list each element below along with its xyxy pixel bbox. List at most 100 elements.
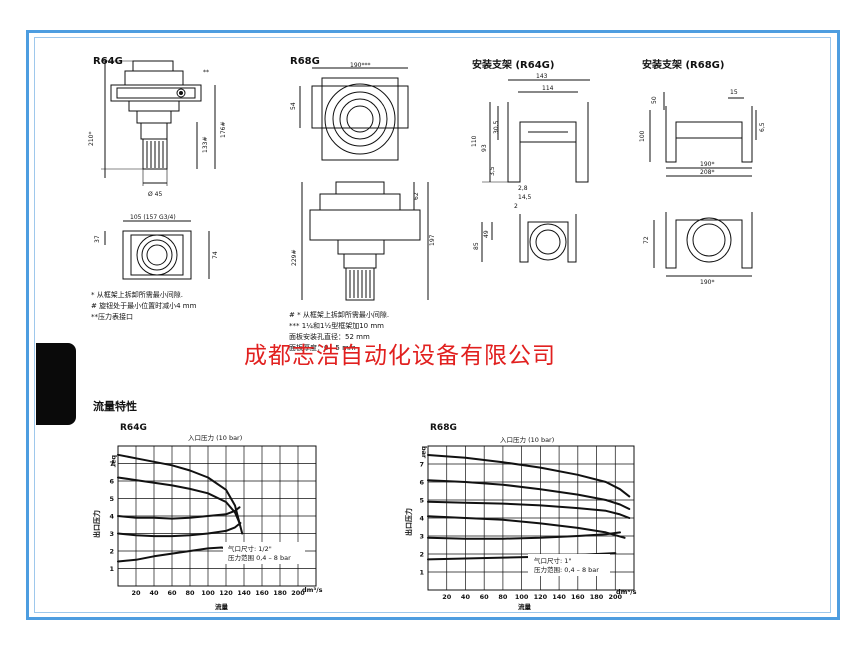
y-tick-label: 7 <box>109 460 114 468</box>
br64-dim-2: 2 <box>514 203 518 210</box>
bracket-r68g-drawing: 50 15 100 6,5 190* 208* 72 190* <box>639 89 766 286</box>
br64-dim-143: 143 <box>536 73 548 80</box>
r68g-dim-229: 229# <box>291 250 298 266</box>
r64g-chart-note-1: 气口尺寸: 1/2" <box>228 544 272 553</box>
r68g-chart-title: R68G <box>430 423 457 433</box>
r64g-dim-133: 133# <box>202 137 209 153</box>
r64g-chart-xunit: dm³/s <box>302 586 323 594</box>
y-tick-label: 2 <box>109 548 114 556</box>
y-tick-label: 4 <box>419 515 424 523</box>
r68g-note-1: # * 从框架上拆卸所需最小间隙. <box>289 311 390 319</box>
x-tick-label: 100 <box>201 589 215 597</box>
r64g-chart-title: R64G <box>120 423 147 433</box>
bracket-r64g-title: 安装支架 (R64G) <box>472 60 555 71</box>
flow-section-title: 流量特性 <box>93 400 137 413</box>
r64g-gauge-port-mark: ** <box>203 69 209 76</box>
series-line-2 <box>117 476 241 524</box>
x-tick-label: 80 <box>185 589 195 597</box>
r68g-dim-190: 190*** <box>350 62 370 69</box>
br64-dim-114: 114 <box>542 85 554 92</box>
r68g-note-3: 面板安装孔直径：52 mm <box>289 333 370 341</box>
r68g-top-drawing: 190*** 54 <box>290 62 409 161</box>
x-tick-label: 100 <box>515 593 529 601</box>
r68g-chart-note-2: 压力范围: 0,4 – 8 bar <box>534 565 599 574</box>
outer-border <box>26 30 840 620</box>
r64g-note-3: **压力表接口 <box>91 313 133 321</box>
r64g-dim-105: 105 (157 G3/4) <box>130 214 176 221</box>
company-watermark: 成都志浩自动化设备有限公司 <box>244 343 556 369</box>
br64-dim-85: 85 <box>473 242 480 250</box>
br64-dim-110: 110 <box>471 135 478 147</box>
bracket-r64g-drawing: 143 114 110 30,5 93 3,5 2,8 14,5 2 49 85 <box>471 73 590 263</box>
x-tick-label: 80 <box>498 593 508 601</box>
r64g-dim-210: 210* <box>88 132 95 146</box>
x-tick-label: 20 <box>442 593 452 601</box>
r68g-chart-inlet: 入口压力 (10 bar) <box>500 435 554 444</box>
br68-dim-190: 190* <box>700 161 714 168</box>
r68g-note-2: *** 1¼和1½型框架加10 mm <box>289 322 384 330</box>
br64-dim-145: 14,5 <box>518 194 532 201</box>
r64g-side-drawing: ** 210* 176# 133# Ø 45 <box>88 60 227 198</box>
series-line-1 <box>427 454 631 498</box>
r68g-title: R68G <box>290 56 320 67</box>
r64g-note-1: * 从框架上拆卸所需最小间隙. <box>91 291 183 299</box>
y-tick-label: 3 <box>419 533 424 541</box>
r68g-dim-197: 197 <box>429 234 436 246</box>
x-tick-label: 160 <box>571 593 585 601</box>
br68-dim-15: 15 <box>730 89 738 96</box>
x-tick-label: 160 <box>255 589 269 597</box>
r68g-side-drawing: 62 197 229# <box>291 181 436 301</box>
r68g-chart-note-1: 气口尺寸: 1" <box>534 556 571 565</box>
r64g-chart-unit: bar <box>110 455 118 468</box>
r64g-dim-176: 176# <box>220 122 227 138</box>
series-line-1 <box>117 453 244 535</box>
x-tick-label: 40 <box>149 589 159 597</box>
y-tick-label: 5 <box>109 495 114 503</box>
y-tick-label: 6 <box>419 479 424 487</box>
r64g-dim-74: 74 <box>212 251 219 259</box>
y-tick-label: 3 <box>109 530 114 538</box>
r64g-note-2: # 旋钮处于最小位置时减小4 mm <box>91 302 197 310</box>
br64-dim-35: 3,5 <box>489 166 496 176</box>
y-tick-label: 4 <box>109 513 114 521</box>
r68g-chart-xlabel: 流量 <box>518 602 532 611</box>
series-line-4 <box>117 522 242 538</box>
r68g-note-4: 面板厚度：0 - 5 mm <box>289 344 356 352</box>
r64g-plan-drawing: 105 (157 G3/4) 37 74 <box>94 214 219 280</box>
page-side-tab <box>36 343 76 425</box>
br64-dim-93: 93 <box>481 144 488 152</box>
x-tick-label: 120 <box>534 593 548 601</box>
r64g-chart-ylabel: 出口压力 <box>92 510 101 538</box>
series-line-5 <box>117 546 229 563</box>
x-tick-label: 60 <box>480 593 490 601</box>
x-tick-label: 60 <box>167 589 177 597</box>
r64g-chart-inlet: 入口压力 (10 bar) <box>188 433 242 442</box>
r64g-dim-phi45: Ø 45 <box>148 191 162 198</box>
br68-dim-208: 208* <box>700 169 714 176</box>
r64g-chart-xlabel: 流量 <box>215 602 229 611</box>
br64-dim-28: 2,8 <box>518 185 528 192</box>
x-tick-label: 180 <box>590 593 604 601</box>
x-tick-label: 180 <box>273 589 287 597</box>
series-line-5 <box>427 531 621 540</box>
r68g-chart-xunit: dm³/s <box>616 588 637 596</box>
br64-dim-305: 30,5 <box>493 120 500 134</box>
r68g-chart-unit: bar <box>420 446 428 459</box>
br68-dim-50: 50 <box>651 96 658 104</box>
br68-dim-190b: 190* <box>700 279 714 286</box>
x-tick-label: 200 <box>608 593 622 601</box>
inner-border <box>34 37 831 613</box>
br64-dim-49: 49 <box>483 230 490 238</box>
series-line-3 <box>117 506 241 520</box>
y-tick-label: 2 <box>419 551 424 559</box>
y-tick-label: 1 <box>419 569 424 577</box>
y-tick-label: 1 <box>109 565 114 573</box>
series-line-2 <box>427 479 631 510</box>
x-tick-label: 140 <box>552 593 566 601</box>
br68-dim-65: 6,5 <box>759 122 766 132</box>
r68g-dim-54: 54 <box>290 102 297 110</box>
r68g-chart-ylabel: 出口压力 <box>404 508 413 536</box>
x-tick-label: 20 <box>131 589 141 597</box>
r64g-dim-37: 37 <box>94 235 101 243</box>
br68-dim-72: 72 <box>643 236 650 244</box>
